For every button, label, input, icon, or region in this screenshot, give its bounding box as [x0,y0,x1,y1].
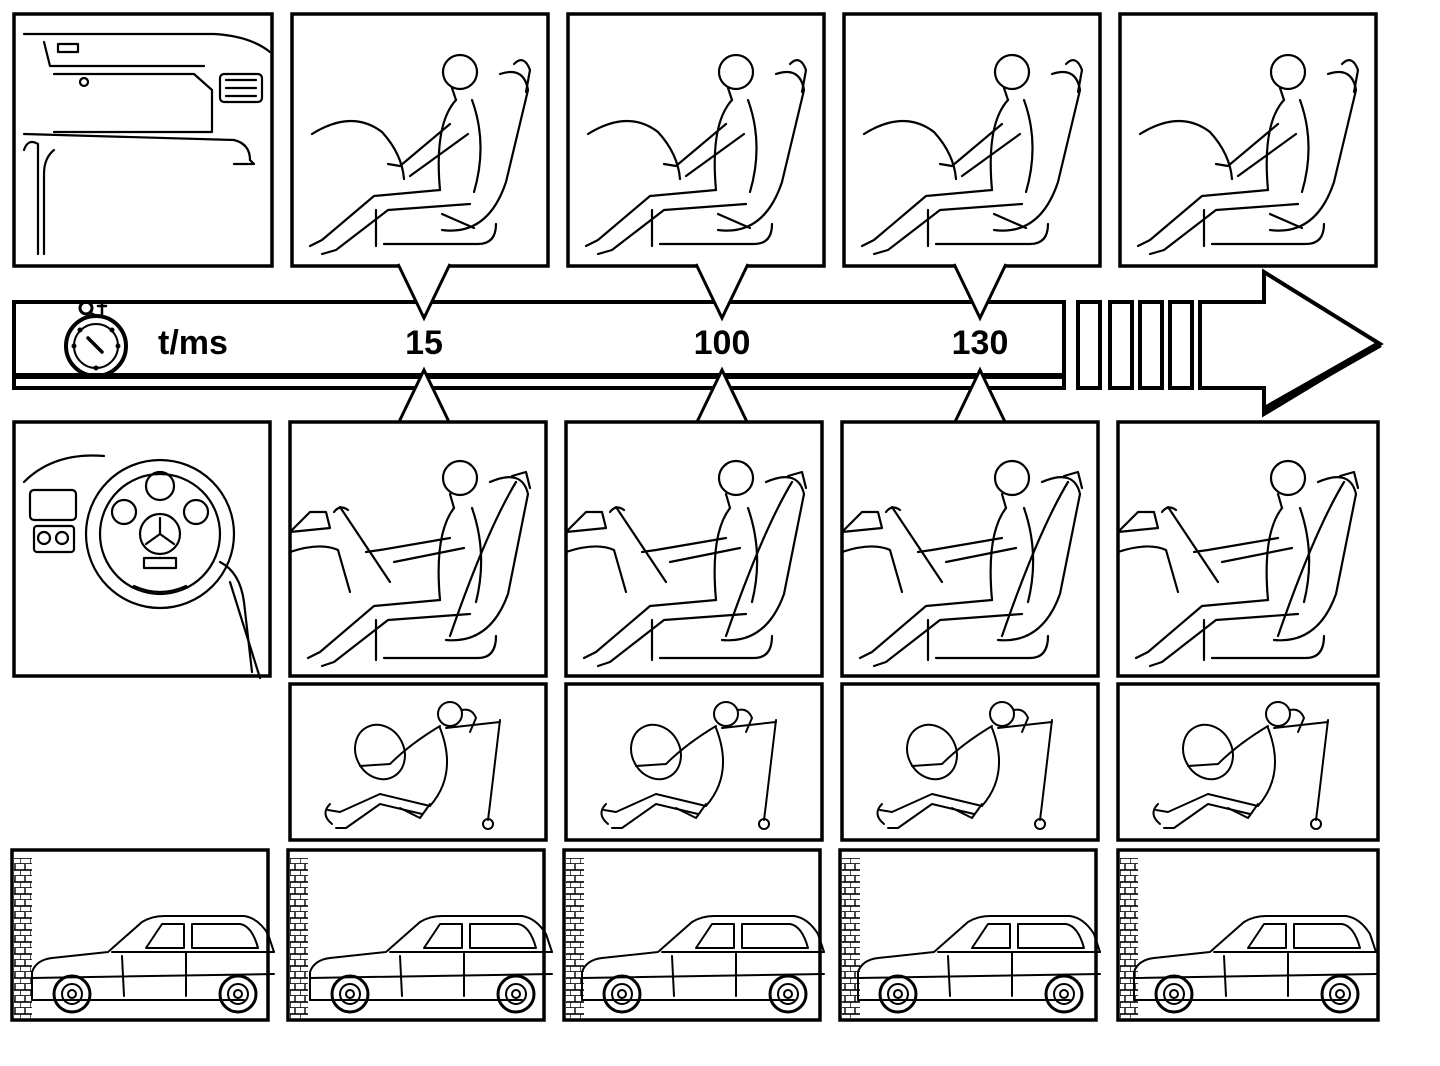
panel-driver-t100 [840,420,1100,678]
barrier-wall [14,858,32,1018]
panel-car-t-end [1116,848,1380,1022]
row-crash-sequence [10,848,1380,1022]
panel-driver-t130 [1116,420,1380,678]
row-belt-tensioner [288,682,1380,842]
time-unit-label: t/ms [158,324,228,362]
panel-passenger-t0 [290,12,550,268]
panel-car-t0 [10,848,276,1022]
panel-passenger-t15 [566,12,826,268]
panel-belt-t130 [1116,682,1380,842]
panel-driver-t0 [288,420,548,678]
time-tick-100: 100 [694,324,751,362]
barrier-wall [1120,858,1138,1018]
timeline-break-marks [1076,300,1194,390]
barrier-wall [842,858,860,1018]
panel-dashboard-driver [12,420,272,680]
panel-belt-t100 [840,682,1100,842]
callouts-bottom [396,366,1008,425]
panel-passenger-t130 [1118,12,1378,268]
timeline-band: t/ms 15 100 130 [12,268,1384,418]
panel-belt-t15 [564,682,824,842]
callouts-top [396,263,1008,322]
barrier-wall [290,858,308,1018]
time-tick-130: 130 [952,324,1009,362]
barrier-wall [566,858,584,1018]
time-tick-15: 15 [405,324,443,362]
panel-car-t130 [838,848,1102,1022]
panel-car-t100 [562,848,826,1022]
panel-passenger-t100 [842,12,1102,268]
panel-dashboard-passenger [12,12,274,268]
row-driver-airbag [12,420,1380,680]
panel-belt-t0 [288,682,548,842]
row-passenger-airbag [12,12,1378,268]
panel-driver-t15 [564,420,824,678]
panel-car-t15 [286,848,554,1022]
